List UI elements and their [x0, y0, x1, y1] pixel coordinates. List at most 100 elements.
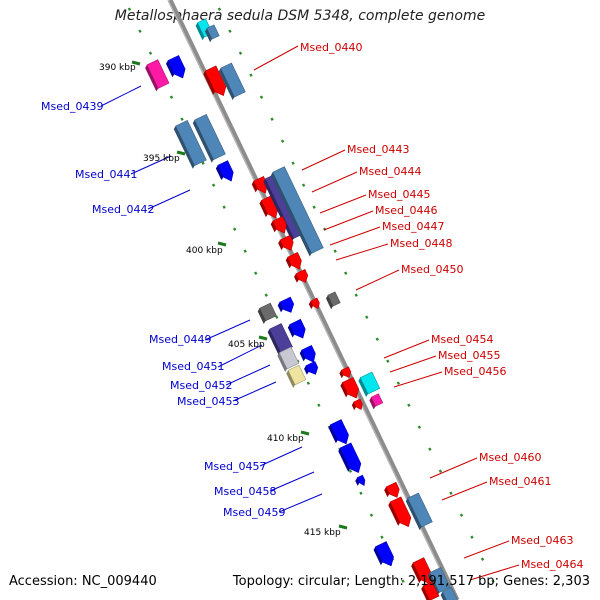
tick-mark: [301, 183, 306, 187]
gene-feature[interactable]: [277, 234, 296, 254]
feature-shade: [192, 119, 214, 163]
gene-feature[interactable]: [202, 65, 228, 100]
leader-line-forward: [393, 371, 443, 388]
tick-mark: [312, 205, 316, 209]
gene-feature[interactable]: [405, 492, 433, 531]
gene-label-reverse[interactable]: Msed_0452: [170, 379, 232, 392]
gene-feature[interactable]: [257, 302, 277, 325]
feature-shade: [373, 546, 383, 566]
gene-feature[interactable]: [293, 269, 310, 285]
feature-body: [217, 160, 234, 182]
gene-feature[interactable]: [204, 24, 220, 43]
gene-feature[interactable]: [215, 160, 236, 185]
gene-label-reverse[interactable]: Msed_0453: [177, 395, 239, 408]
gene-label-forward[interactable]: Msed_0448: [390, 237, 452, 250]
gene-label-forward[interactable]: Msed_0440: [300, 41, 362, 54]
gene-label-forward[interactable]: Msed_0464: [521, 558, 583, 571]
feature-body: [206, 24, 220, 40]
gene-feature[interactable]: [328, 419, 352, 448]
gene-feature[interactable]: [308, 297, 321, 311]
feature-body: [194, 113, 226, 161]
gene-label-forward[interactable]: Msed_0456: [444, 365, 506, 378]
tick-mark: [470, 535, 474, 539]
gene-feature[interactable]: [165, 55, 188, 81]
gene-label-reverse[interactable]: Msed_0458: [214, 485, 276, 498]
gene-label-reverse[interactable]: Msed_0459: [223, 506, 285, 519]
feature-shade: [257, 308, 266, 325]
tick-mark: [259, 95, 264, 99]
gene-label-reverse[interactable]: Msed_0451: [162, 360, 224, 373]
feature-body: [327, 291, 341, 307]
gene-feature[interactable]: [285, 252, 305, 272]
feature-shade: [173, 125, 195, 169]
gene-label-forward[interactable]: Msed_0460: [479, 451, 541, 464]
leader-line-reverse: [232, 381, 277, 402]
tick-mark: [232, 227, 237, 231]
tick-mark: [270, 117, 274, 121]
gene-feature[interactable]: [339, 366, 353, 381]
tick-mark: [333, 249, 337, 253]
feature-body: [272, 216, 287, 234]
tick-mark: [386, 359, 390, 363]
gene-feature[interactable]: [373, 541, 397, 570]
gene-feature[interactable]: [277, 296, 297, 316]
leader-line-forward: [323, 210, 374, 231]
gene-feature[interactable]: [270, 166, 324, 257]
gene-feature[interactable]: [277, 346, 300, 373]
feature-shade: [215, 165, 224, 181]
gene-feature[interactable]: [369, 393, 384, 410]
leader-line-reverse: [100, 85, 142, 107]
gene-feature[interactable]: [358, 371, 381, 398]
gene-label-reverse[interactable]: Msed_0442: [92, 203, 154, 216]
gene-feature[interactable]: [173, 119, 207, 169]
gene-label-forward[interactable]: Msed_0443: [347, 143, 409, 156]
gene-feature[interactable]: [340, 376, 362, 402]
gene-label-forward[interactable]: Msed_0463: [511, 534, 573, 547]
gene-label-reverse[interactable]: Msed_0441: [75, 168, 137, 181]
gene-label-reverse[interactable]: Msed_0449: [149, 333, 211, 346]
tick-mark: [217, 7, 222, 11]
feature-shade: [388, 502, 401, 526]
gene-label-forward[interactable]: Msed_0445: [368, 188, 430, 201]
gene-label-forward[interactable]: Msed_0447: [382, 220, 444, 233]
gene-feature[interactable]: [337, 442, 363, 477]
kbp-marker: 415 kbp: [304, 528, 341, 538]
gene-label-forward[interactable]: Msed_0455: [438, 349, 500, 362]
gene-feature[interactable]: [325, 291, 341, 310]
gene-label-forward[interactable]: Msed_0450: [401, 263, 463, 276]
major-tick: [176, 150, 186, 156]
feature-layer: [144, 18, 458, 600]
gene-feature[interactable]: [192, 113, 226, 163]
gene-feature[interactable]: [287, 318, 308, 342]
gene-feature[interactable]: [351, 398, 364, 412]
gene-feature[interactable]: [383, 481, 402, 501]
gene-label-forward[interactable]: Msed_0454: [431, 333, 493, 346]
gene-feature[interactable]: [303, 361, 320, 377]
gene-label-forward[interactable]: Msed_0461: [489, 475, 551, 488]
gene-feature[interactable]: [354, 474, 366, 488]
gene-feature[interactable]: [387, 496, 413, 531]
tick-mark: [280, 139, 285, 143]
feature-shade: [287, 324, 295, 338]
gene-feature[interactable]: [218, 62, 246, 101]
tick-mark: [306, 381, 310, 385]
leader-line-forward: [355, 269, 400, 291]
gene-feature[interactable]: [427, 567, 451, 596]
gene-feature[interactable]: [144, 59, 170, 92]
major-tick: [217, 241, 227, 247]
leader-line-forward: [253, 45, 299, 71]
tick-mark: [249, 73, 253, 77]
gene-feature[interactable]: [420, 581, 440, 600]
feature-shade: [427, 572, 440, 596]
gene-feature[interactable]: [285, 364, 307, 388]
gene-label-forward[interactable]: Msed_0444: [359, 165, 421, 178]
gene-label-reverse[interactable]: Msed_0457: [204, 460, 266, 473]
gene-label-reverse[interactable]: Msed_0439: [41, 100, 103, 113]
gene-feature[interactable]: [299, 345, 319, 365]
feature-body: [330, 419, 349, 445]
tick-mark: [211, 183, 216, 187]
gene-feature[interactable]: [270, 216, 290, 236]
feature-body: [287, 252, 302, 270]
gene-label-forward[interactable]: Msed_0446: [375, 204, 437, 217]
feature-shade: [286, 370, 296, 388]
